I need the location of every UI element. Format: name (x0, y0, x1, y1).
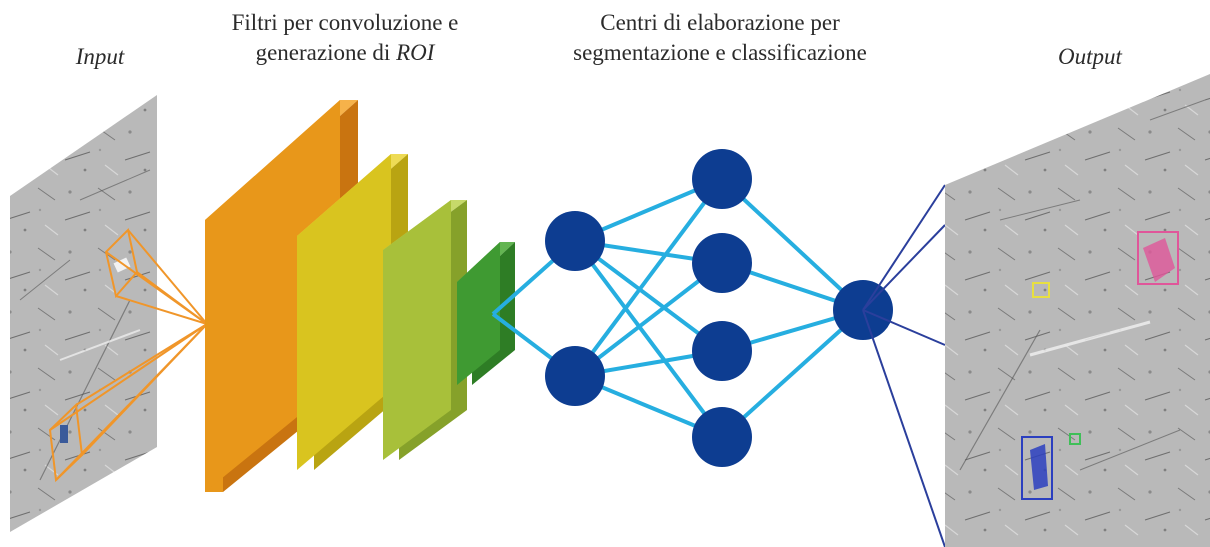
filter-block-2 (297, 154, 408, 470)
detection-box-yellow (1032, 282, 1050, 298)
input-label: Input (75, 44, 125, 69)
detection-box-blue (1021, 436, 1053, 500)
detection-box-pink (1137, 231, 1179, 285)
node-hidden-1-b (545, 346, 605, 406)
filter-block-3 (383, 200, 467, 460)
output-label: Output (1058, 44, 1122, 69)
network-edges (491, 177, 865, 439)
detection-box-green (1069, 433, 1081, 445)
filters-title-line1: Filtri per convoluzione e (231, 10, 459, 35)
filters-title-line2: generazione di ROI (255, 40, 435, 65)
input-projection-lines (49, 229, 208, 481)
centers-title-line1: Centri di elaborazione per (600, 10, 840, 35)
filters-title: Filtri per convoluzione e generazione di… (200, 8, 490, 68)
node-hidden-1-a (545, 211, 605, 271)
node-hidden-2-d (692, 407, 752, 467)
output-image (945, 74, 1210, 547)
output-projection-lines (862, 184, 946, 547)
node-hidden-2-c (692, 321, 752, 381)
input-image (10, 95, 157, 532)
node-hidden-2-a (692, 149, 752, 209)
node-hidden-2-b (692, 233, 752, 293)
centers-title-line2: segmentazione e classificazione (573, 40, 867, 65)
centers-title: Centri di elaborazione per segmentazione… (540, 8, 900, 68)
